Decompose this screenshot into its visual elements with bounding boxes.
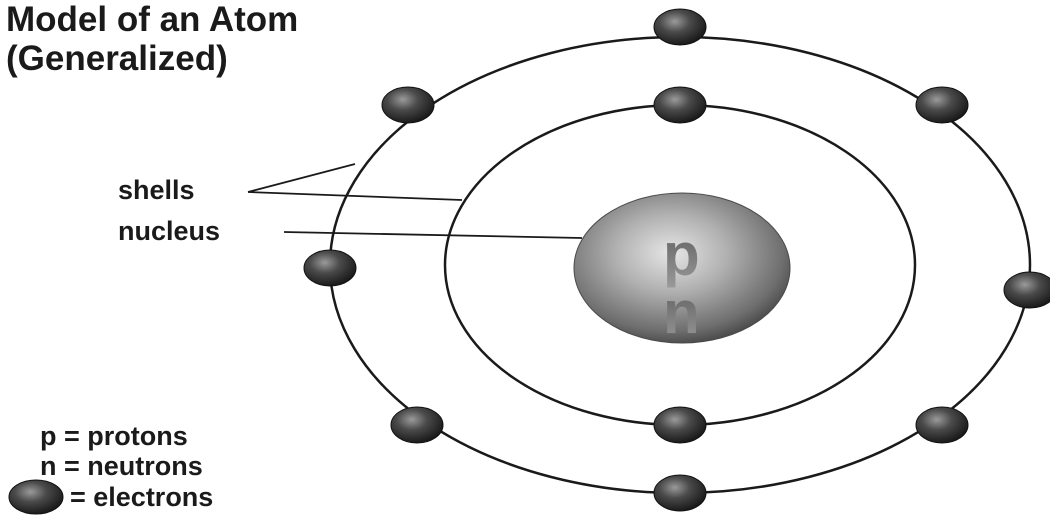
electron — [303, 249, 357, 287]
legend-neutrons: n = neutrons — [40, 451, 203, 481]
nucleus-proton-letter: p — [663, 221, 700, 288]
legend-electron-icon — [8, 479, 64, 515]
electron — [915, 86, 969, 124]
electron — [915, 406, 969, 444]
shells-leader-inner — [247, 191, 463, 201]
nucleus-neutron-letter: n — [663, 279, 700, 346]
electron — [653, 86, 707, 124]
diagram-title-line2: (Generalized) — [6, 39, 228, 78]
shells-label: shells — [118, 175, 195, 205]
nucleus — [573, 192, 791, 344]
diagram-title-line1: Model of an Atom — [6, 0, 298, 39]
electron — [381, 86, 435, 124]
nucleus-label: nucleus — [118, 216, 220, 246]
legend-electrons: = electrons — [70, 482, 213, 512]
electron — [653, 474, 707, 512]
legend-protons: p = protons — [40, 421, 188, 451]
nucleus-leader — [283, 231, 583, 239]
electron — [1003, 271, 1050, 309]
electron — [390, 406, 444, 444]
shells-leader-outer — [247, 163, 356, 193]
electron — [653, 8, 707, 46]
electron — [653, 406, 707, 444]
